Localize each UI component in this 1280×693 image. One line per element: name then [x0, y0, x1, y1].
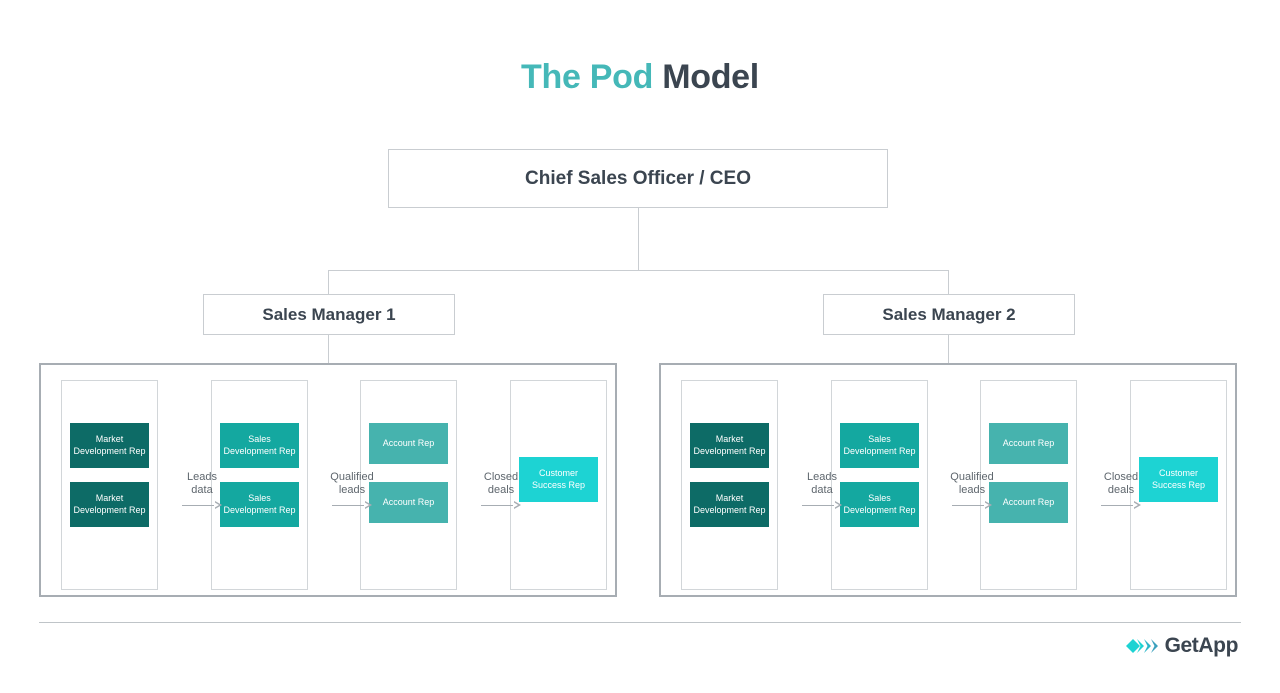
title-rest: Model	[662, 58, 759, 96]
flow-label-line1: Qualified	[330, 471, 374, 483]
getapp-logo: GetApp	[1125, 634, 1239, 658]
ceo-label: Chief Sales Officer / CEO	[525, 167, 751, 189]
flow-label-line2: data	[811, 484, 833, 496]
role-chip-sales-development-rep: Sales Development Rep	[220, 482, 299, 527]
manager-2-label: Sales Manager 2	[882, 304, 1016, 324]
flow-label-line1: Qualified	[950, 471, 994, 483]
role-chip-account-rep: Account Rep	[989, 423, 1068, 464]
flow-label-line1: Closed	[1103, 471, 1139, 483]
flow-label-line2: leads	[958, 484, 986, 496]
flow-label-line1: Leads	[187, 471, 217, 483]
connector-manager-2-to-pod	[948, 335, 949, 363]
role-chip-account-rep: Account Rep	[989, 482, 1068, 523]
connector-ceo-vertical	[638, 208, 639, 270]
flow-label-line2: deals	[487, 484, 515, 496]
page-title: The Pod Model	[0, 58, 1280, 97]
connector-manager-1-to-pod	[328, 335, 329, 363]
pod-2-inner: Market Development Rep Market Developmen…	[668, 372, 1228, 590]
role-chip-market-development-rep: Market Development Rep	[690, 423, 769, 468]
pod-2: Market Development Rep Market Developmen…	[659, 363, 1237, 597]
role-chip-sales-development-rep: Sales Development Rep	[220, 423, 299, 468]
pod-1: Market Development Rep Market Developmen…	[39, 363, 617, 597]
role-chip-customer-success-rep: Customer Success Rep	[1139, 457, 1218, 502]
arrow-right-icon	[929, 501, 1015, 509]
connector-horizontal-split	[328, 270, 949, 271]
footer-divider	[39, 622, 1241, 623]
flow-label-line2: data	[191, 484, 213, 496]
role-chip-sales-development-rep: Sales Development Rep	[840, 482, 919, 527]
title-accent: The Pod	[521, 58, 654, 96]
arrow-right-icon	[1078, 501, 1164, 509]
getapp-chevron-icon	[1125, 639, 1158, 653]
connector-to-manager-2	[948, 270, 949, 294]
connector-to-manager-1	[328, 270, 329, 294]
flow-leads-data: Leads data	[779, 471, 865, 509]
ceo-box: Chief Sales Officer / CEO	[388, 149, 888, 208]
arrow-right-icon	[458, 501, 544, 509]
flow-closed-deals: Closed deals	[458, 471, 544, 509]
pod-1-inner: Market Development Rep Market Developmen…	[48, 372, 608, 590]
flow-qualified-leads: Qualified leads	[309, 471, 395, 509]
arrow-right-icon	[159, 501, 245, 509]
getapp-wordmark: GetApp	[1164, 634, 1239, 657]
role-chip-account-rep: Account Rep	[369, 423, 448, 464]
role-chip-market-development-rep: Market Development Rep	[70, 423, 149, 468]
arrow-right-icon	[309, 501, 395, 509]
flow-qualified-leads: Qualified leads	[929, 471, 1015, 509]
role-chip-sales-development-rep: Sales Development Rep	[840, 423, 919, 468]
flow-label-line1: Closed	[483, 471, 519, 483]
manager-box-1: Sales Manager 1	[203, 294, 455, 335]
flow-label-line2: deals	[1107, 484, 1135, 496]
manager-box-2: Sales Manager 2	[823, 294, 1075, 335]
flow-leads-data: Leads data	[159, 471, 245, 509]
role-chip-customer-success-rep: Customer Success Rep	[519, 457, 598, 502]
role-chip-market-development-rep: Market Development Rep	[690, 482, 769, 527]
flow-label-line1: Leads	[807, 471, 837, 483]
flow-label-line2: leads	[338, 484, 366, 496]
role-chip-account-rep: Account Rep	[369, 482, 448, 523]
arrow-right-icon	[779, 501, 865, 509]
manager-1-label: Sales Manager 1	[262, 304, 396, 324]
role-chip-market-development-rep: Market Development Rep	[70, 482, 149, 527]
flow-closed-deals: Closed deals	[1078, 471, 1164, 509]
